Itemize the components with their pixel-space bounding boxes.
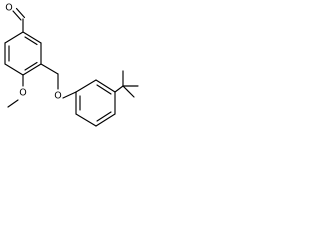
benzyloxy-linker: O [40,63,77,102]
benzene-ring-left [4,31,42,76]
ring-right-bond-2 [95,79,116,93]
aldehyde-group: O [5,3,26,33]
ring-left-bond-4 [4,63,24,76]
tert-butyl-group [114,70,139,98]
benzene-ring-right [75,79,116,127]
ring-left-bond-6 [4,31,24,44]
ring-left-bond-1 [22,31,42,44]
aldehyde-carbonyl-bond-a [12,10,22,21]
methoxy-oxygen-label: O [19,88,26,99]
methoxy-group: O [7,74,27,108]
benzylic-ring-bond [40,63,59,75]
ring-left-inner-bond-1 [24,36,38,46]
ether-oxygen-label: O [54,91,61,102]
tert-butyl-methyl-down [122,85,135,98]
chemical-structure: O O O [4,3,139,127]
tert-butyl-attach-bond [114,85,124,93]
aldehyde-carbonyl-bond-b [15,7,26,19]
ring-left-inner-bond-2 [24,61,38,71]
ether-aryl-bond [62,91,77,99]
ring-right-bond-4 [95,113,116,127]
ring-left-bond-3 [22,63,42,76]
ring-right-bond-5 [75,113,97,127]
methoxy-bond-methyl [7,99,19,108]
ring-right-inner-bond-2 [96,111,112,122]
ring-right-inner-bond-1 [96,84,112,95]
ring-right-bond-1 [75,79,97,93]
aldehyde-oxygen-label: O [5,3,12,14]
